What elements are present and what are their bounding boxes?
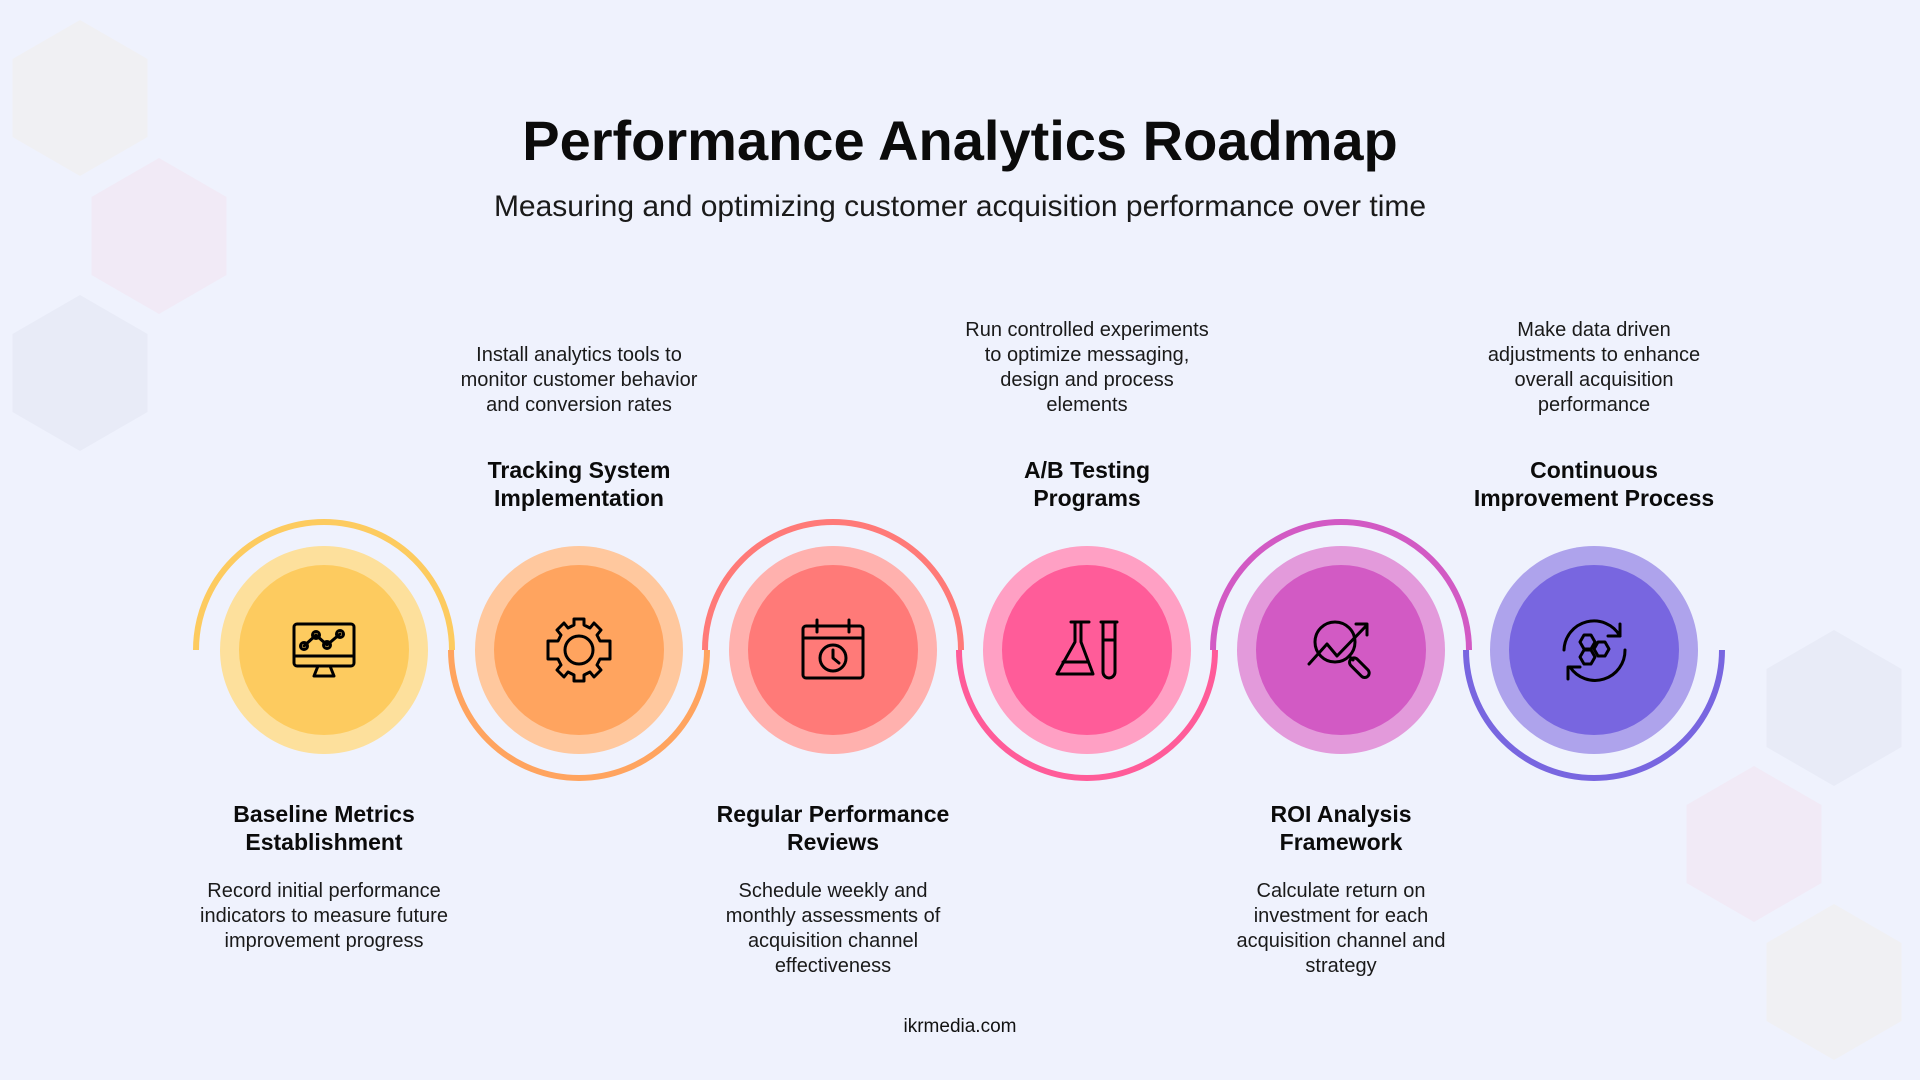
connector-arc [1463,649,1725,781]
inner-circle [1002,565,1172,735]
monitor-chart-icon [292,622,356,678]
step-node-3 [729,546,937,754]
step-node-5 [1237,546,1445,754]
connector-arc [193,519,455,651]
step-text-2: Install analytics tools to monitor custo… [449,318,709,512]
step-node-4 [983,546,1191,754]
step-description: Run controlled experiments to optimize m… [965,319,1209,416]
page-subtitle: Measuring and optimizing customer acquis… [493,190,1427,223]
step-node-2 [475,546,683,754]
step-title-line: Reviews [786,829,880,855]
step-title-line: Regular Performance [716,801,950,827]
step-description: Make data driven adjustments to enhance … [1487,319,1701,416]
step-text-6: Make data driven adjustments to enhance … [1464,318,1724,512]
step-title-line: A/B Testing [1023,457,1151,483]
step-description: Install analytics tools to monitor custo… [460,344,698,416]
decor-hexagon [12,295,148,451]
calendar-clock-icon [801,618,865,680]
step-title-line: Continuous [1530,457,1658,483]
inner-circle [494,565,664,735]
connector-arc [956,649,1218,781]
decor-hexagon [1686,766,1822,922]
step-node-1 [220,546,428,754]
step-title-line: Improvement Process [1473,485,1715,511]
refresh-hexagons-icon [1562,619,1627,682]
step-description: Record initial performance indicators to… [200,880,448,952]
step-title-line: Programs [1033,485,1141,511]
step-title-line: Tracking System [487,457,671,483]
decor-hexagon [1766,630,1902,786]
flask-test-tube-icon [1055,620,1119,680]
step-text-4: Run controlled experiments to optimize m… [957,318,1217,512]
gear-icon [546,617,612,683]
step-title-line: ROI Analysis [1270,801,1412,827]
footer-website: ikrmedia.com [903,1016,1017,1037]
step-node-6 [1490,546,1698,754]
step-title-line: Framework [1279,829,1403,855]
connector-arc [702,519,964,651]
decor-hexagon [91,158,227,314]
step-title-line: Baseline Metrics [233,801,415,827]
connector-arc [448,649,710,781]
page-title: Performance Analytics Roadmap [522,109,1398,172]
decor-hexagon [1766,904,1902,1060]
step-title-line: Implementation [494,485,664,511]
step-description: Calculate return on investment for each … [1236,880,1446,977]
inner-circle [239,565,409,735]
step-description: Schedule weekly and monthly assessments … [725,880,941,977]
connector-arc [1210,519,1472,651]
step-title-line: Establishment [245,829,403,855]
decor-hexagon [12,20,148,176]
magnifier-trend-icon [1307,620,1371,679]
